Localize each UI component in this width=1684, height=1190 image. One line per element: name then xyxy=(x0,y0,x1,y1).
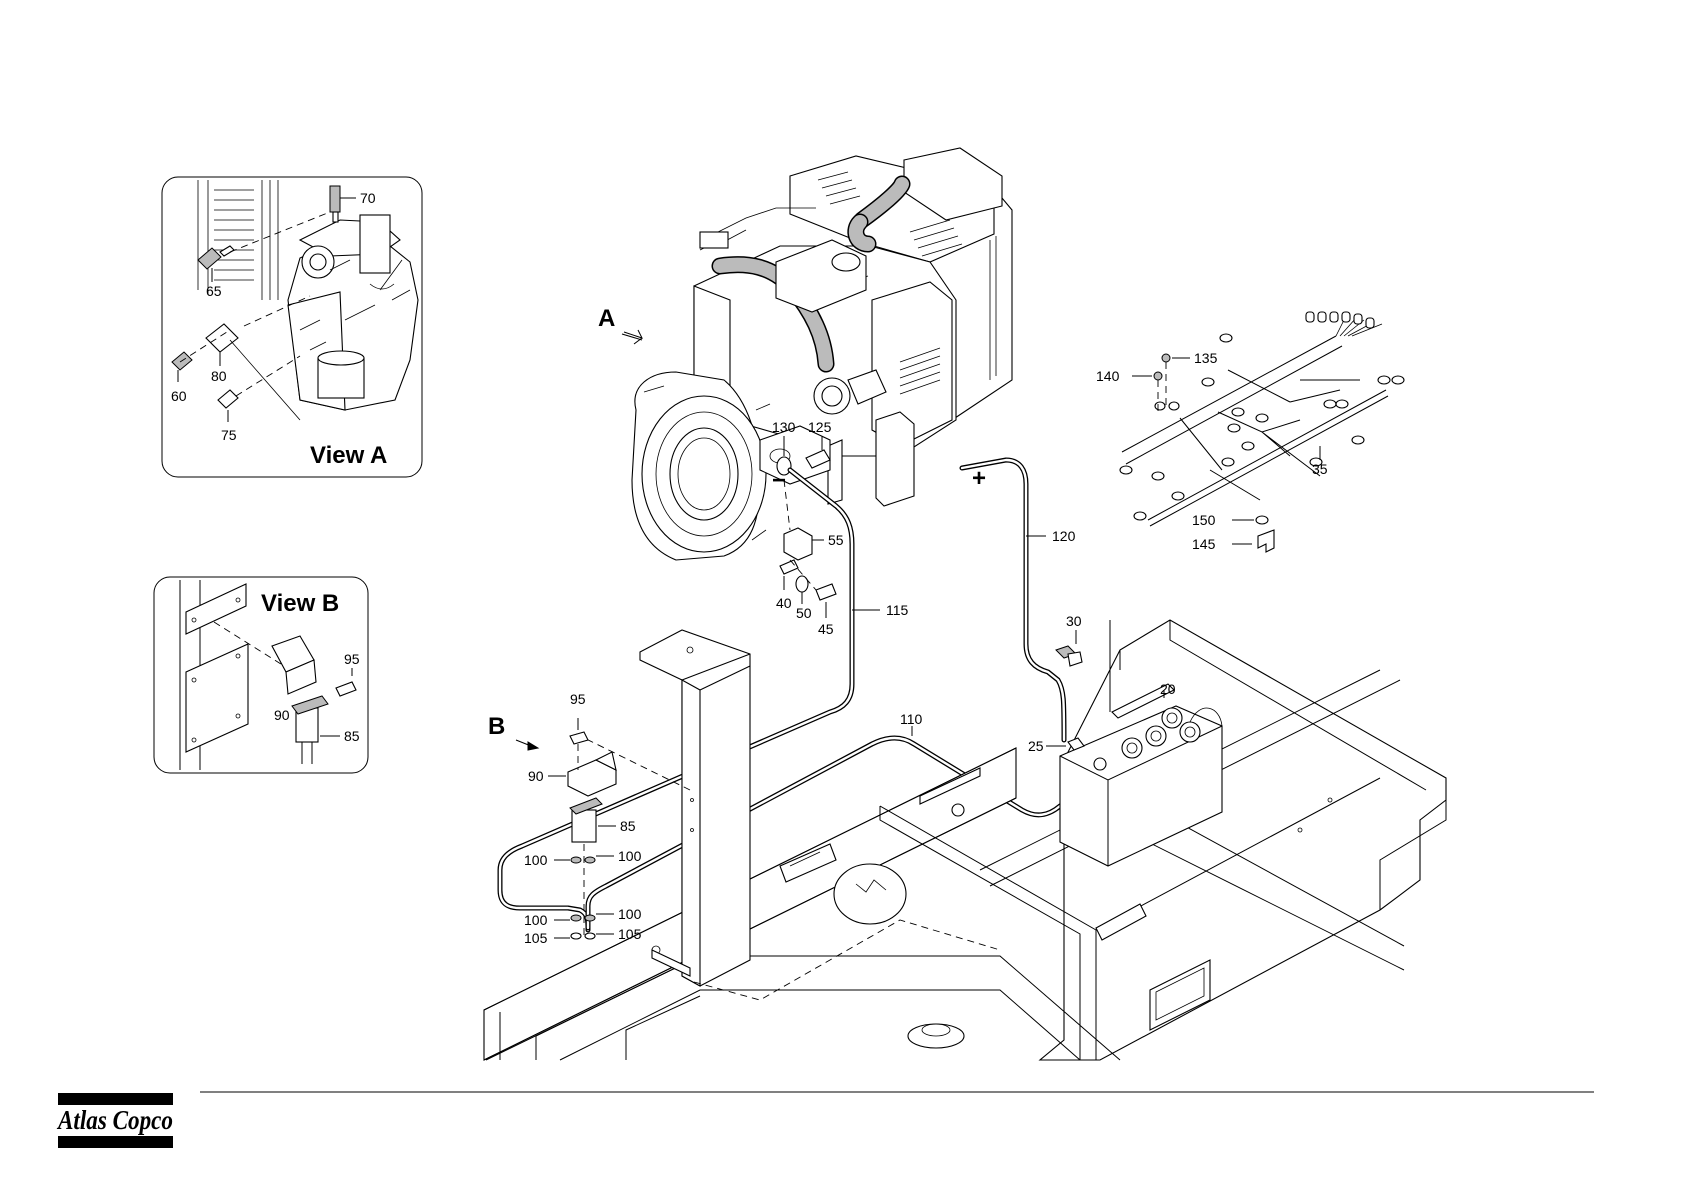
sensor-70 xyxy=(330,186,356,222)
callout-95: 95 xyxy=(570,691,586,707)
callout-85: 85 xyxy=(620,818,636,834)
callout-80: 80 xyxy=(211,368,227,384)
view-a-inset: 70 65 80 60 75 View A xyxy=(162,177,422,477)
arrow-b-label: B xyxy=(488,713,505,740)
view-b-arrow: B xyxy=(488,713,538,750)
callout-55: 55 xyxy=(828,532,844,548)
callout-130: 130 xyxy=(772,419,796,435)
callout-70: 70 xyxy=(360,190,376,206)
callout-60: 60 xyxy=(171,388,187,404)
view-b-label: View B xyxy=(261,590,339,617)
callout-65: 65 xyxy=(206,283,222,299)
callout-85-b: 85 xyxy=(344,728,360,744)
relay-55 xyxy=(784,528,824,560)
bolt-140 xyxy=(1132,372,1162,380)
callout-35: 35 xyxy=(1312,461,1328,477)
nut-150 xyxy=(1232,516,1268,524)
callout-100-left-top: 100 xyxy=(524,852,548,868)
callout-25: 25 xyxy=(1028,738,1044,754)
logo-text: Atlas Copco xyxy=(56,1105,173,1135)
arrow-a-label: A xyxy=(598,305,615,332)
atlas-copco-logo: Atlas Copco xyxy=(56,1093,173,1148)
view-a-arrow: A xyxy=(598,305,642,344)
callout-125: 125 xyxy=(808,419,832,435)
callout-105-right: 105 xyxy=(618,926,642,942)
clamp-30 xyxy=(1056,630,1082,666)
switch-85-b xyxy=(292,696,340,764)
callout-150: 150 xyxy=(1192,512,1216,528)
callout-50: 50 xyxy=(796,605,812,621)
switch-85 xyxy=(570,798,616,842)
callout-20: 20 xyxy=(1160,681,1176,697)
callout-145: 145 xyxy=(1192,536,1216,552)
bracket-90 xyxy=(548,752,616,796)
callout-140: 140 xyxy=(1096,368,1120,384)
callout-90: 90 xyxy=(528,768,544,784)
washer-50 xyxy=(796,576,808,604)
callout-115: 115 xyxy=(886,602,909,618)
connector-75 xyxy=(218,390,238,422)
callout-100-left-bottom: 100 xyxy=(524,912,548,928)
callout-110: 110 xyxy=(900,711,923,727)
bracket-90-b xyxy=(272,636,316,694)
callout-135: 135 xyxy=(1194,350,1218,366)
bolt-95-b xyxy=(336,668,356,696)
callout-45: 45 xyxy=(818,621,834,637)
callout-95-b: 95 xyxy=(344,651,360,667)
callout-100-right-top: 100 xyxy=(618,848,642,864)
callout-40: 40 xyxy=(776,595,792,611)
callout-100-right-bottom: 100 xyxy=(618,906,642,922)
bracket-40 xyxy=(780,560,798,590)
filter-80 xyxy=(206,324,238,366)
connector-60 xyxy=(172,352,192,382)
view-a-label: View A xyxy=(310,442,387,469)
bolt-95 xyxy=(570,718,588,744)
plus-sign: + xyxy=(972,465,986,492)
bracket-145 xyxy=(1232,530,1274,552)
cable-120 xyxy=(962,460,1064,740)
view-b-inset: View B 95 90 85 xyxy=(154,577,368,773)
chassis-frame xyxy=(484,620,1446,1060)
bolt-45 xyxy=(816,584,836,618)
callout-120: 120 xyxy=(1052,528,1076,544)
nut-135 xyxy=(1162,354,1190,362)
sensor-65 xyxy=(198,246,234,282)
callout-90-b: 90 xyxy=(274,707,290,723)
callout-30: 30 xyxy=(1066,613,1082,629)
callout-105-left: 105 xyxy=(524,930,548,946)
wiring-harness-35 xyxy=(1120,312,1404,526)
callout-75: 75 xyxy=(221,427,237,443)
